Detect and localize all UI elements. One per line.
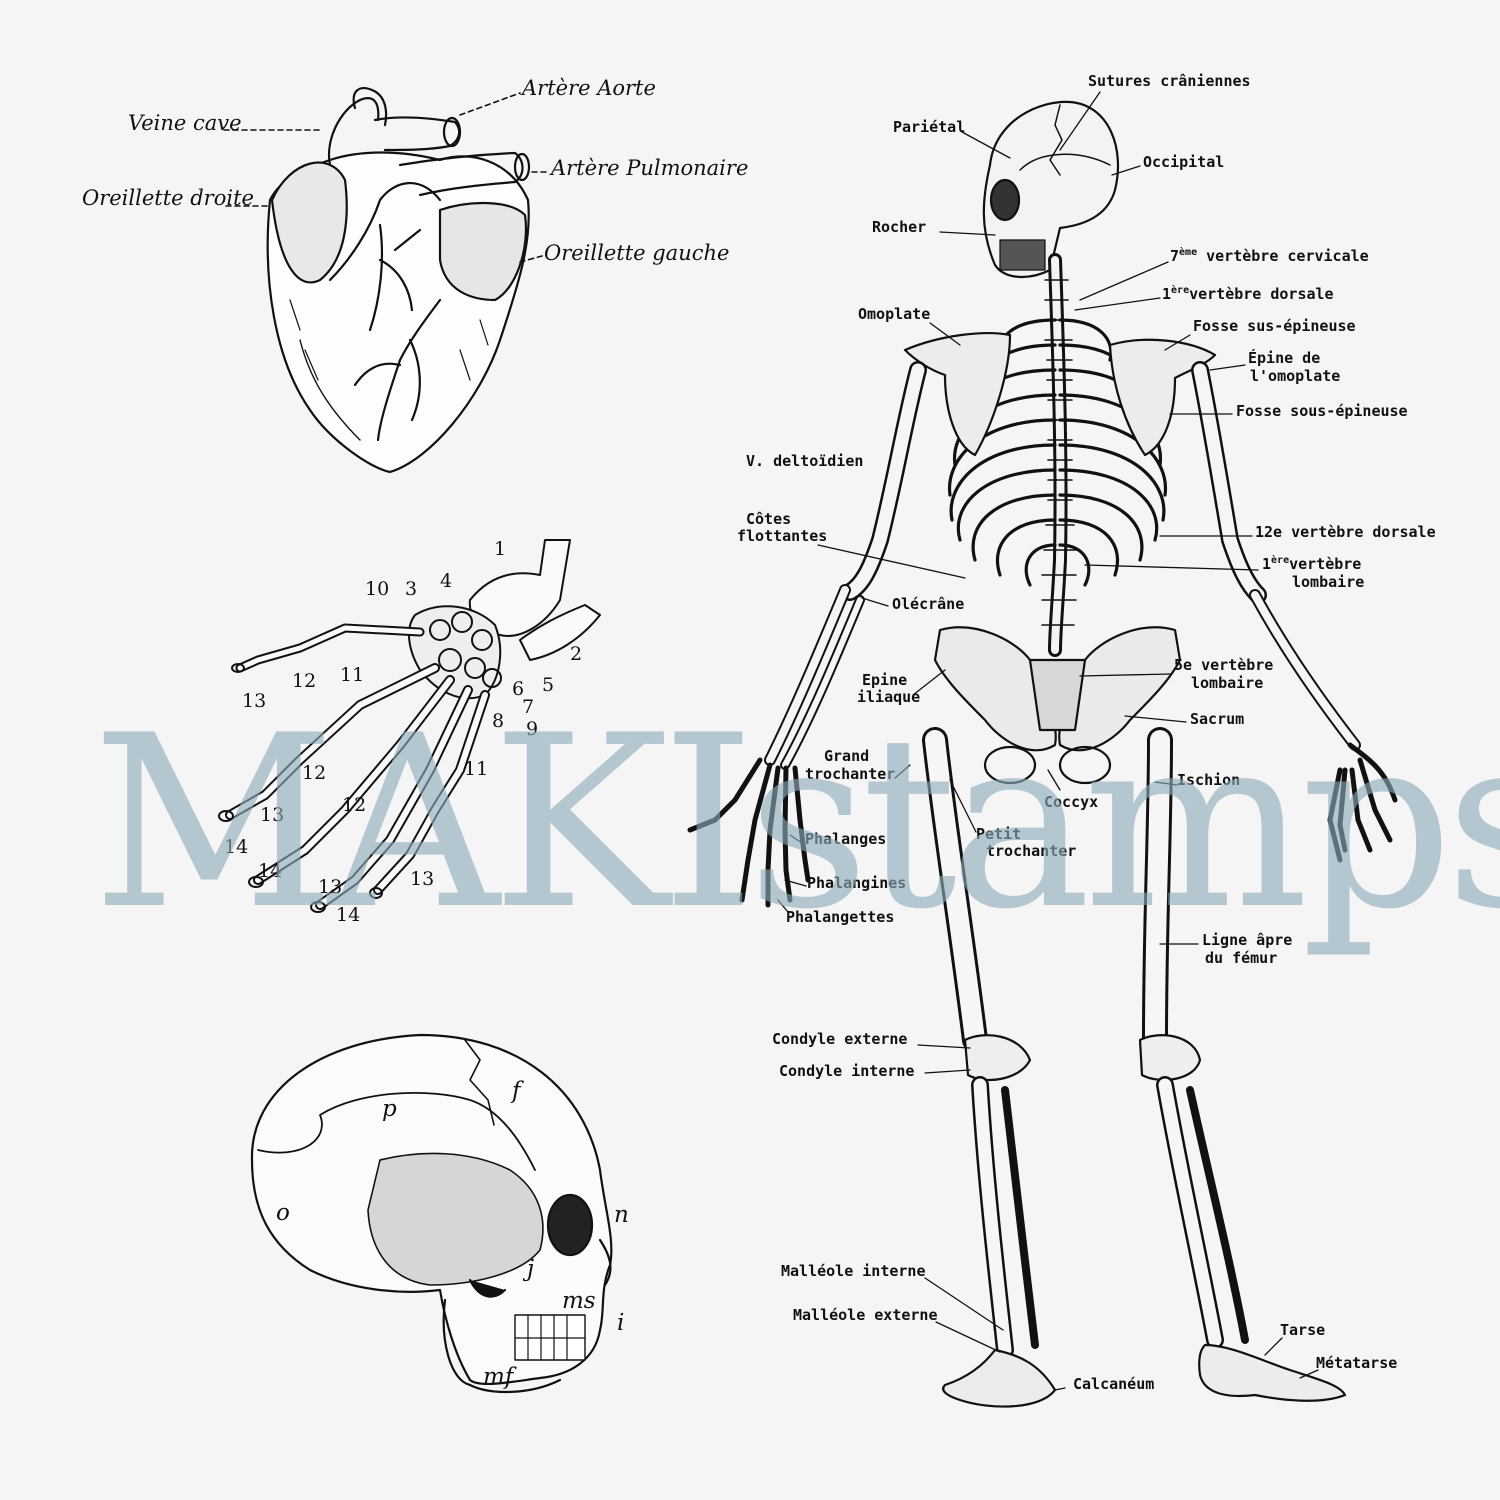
label-phalanges: Phalanges [805, 830, 887, 848]
label-grand-trochanter-2: trochanter [805, 765, 896, 783]
label-12e-vertebre-dorsale: 12e vertèbre dorsale [1255, 523, 1436, 541]
label-omoplate: Omoplate [858, 305, 931, 323]
hand-number: 11 [464, 758, 489, 780]
label-ligne-apre-1: Ligne âpre [1202, 931, 1293, 949]
hand-number: 1 [494, 538, 507, 560]
skeleton-leader-lines [777, 91, 1319, 1391]
skull-letter: n [614, 1202, 629, 1228]
label-tarse: Tarse [1280, 1321, 1326, 1339]
label-condyle-interne: Condyle interne [779, 1062, 915, 1080]
label-calcaneum: Calcanéum [1073, 1375, 1155, 1393]
skull-letter: mf [483, 1364, 514, 1390]
label-artere-pulmonaire: Artère Pulmonaire [551, 156, 749, 180]
skull-letter: f [512, 1078, 521, 1104]
watermark-text: MAKIstamps [92, 685, 1500, 962]
label-5e-vertebre-lombaire-2: lombaire [1191, 674, 1264, 692]
hand-bones-illustration [218, 539, 601, 913]
label-phalangines: Phalangines [807, 874, 907, 892]
label-epine-iliaque-2: iliaque [857, 688, 921, 706]
hand-number: 14 [224, 836, 249, 858]
label-ligne-apre-2: du fémur [1205, 949, 1278, 967]
skull-letter: j [527, 1256, 535, 1282]
label-fosse-sus-epineuse: Fosse sus-épineuse [1193, 317, 1356, 335]
label-malleole-externe: Malléole externe [793, 1306, 938, 1324]
heart-leader-lines [223, 92, 549, 263]
hand-number: 2 [570, 643, 583, 665]
label-condyle-externe: Condyle externe [772, 1030, 908, 1048]
label-fosse-sous-epineuse: Fosse sous-épineuse [1236, 402, 1408, 420]
hand-number: 9 [526, 718, 539, 740]
label-sutures-craniennes: Sutures crâniennes [1088, 72, 1251, 90]
label-oreillette-gauche: Oreillette gauche [544, 241, 730, 265]
label-epine-iliaque-1: Epine [862, 671, 908, 689]
hand-number: 10 [365, 578, 390, 600]
hand-number: 3 [405, 578, 418, 600]
label-petit-trochanter-1: Petit [976, 825, 1022, 843]
hand-number: 12 [302, 762, 327, 784]
heart-illustration [266, 87, 531, 474]
hand-number: 13 [242, 690, 267, 712]
label-oreillette-droite: Oreillette droite [82, 186, 254, 210]
label-lombaire: lombaire [1292, 573, 1365, 591]
hand-number: 13 [260, 804, 285, 826]
label-malleole-interne: Malléole interne [781, 1262, 926, 1280]
label-rocher: Rocher [872, 218, 927, 236]
hand-number: 14 [258, 860, 283, 882]
skull-letter: p [382, 1096, 397, 1122]
label-7e-vertebre-cervicale: 7ème vertèbre cervicale [1170, 247, 1369, 265]
hand-number: 12 [342, 794, 367, 816]
label-petit-trochanter-2: trochanter [986, 842, 1077, 860]
skull-side-illustration [250, 1033, 613, 1393]
skull-letter: o [276, 1200, 290, 1226]
label-v-deltoidien: V. deltoïdien [746, 452, 864, 470]
hand-number: 13 [410, 868, 435, 890]
label-cotes-1: Côtes [746, 510, 792, 528]
label-epine-omoplate-2: l'omoplate [1250, 367, 1341, 385]
label-parietal: Pariétal [893, 118, 966, 136]
label-artere-aorte: Artère Aorte [522, 76, 656, 100]
skeleton-illustration [687, 100, 1398, 1408]
hand-number: 4 [440, 570, 453, 592]
hand-number: 13 [318, 876, 343, 898]
skull-letter: i [617, 1310, 625, 1336]
label-cotes-2: flottantes [737, 527, 828, 545]
hand-number: 7 [522, 696, 535, 718]
label-coccyx: Coccyx [1044, 793, 1099, 811]
label-occipital: Occipital [1143, 153, 1225, 171]
label-1re-vertebre-dorsale: 1èrevertèbre dorsale [1162, 285, 1334, 303]
skull-letter: ms [562, 1288, 596, 1314]
hand-number: 11 [340, 664, 365, 686]
hand-number: 5 [542, 674, 555, 696]
label-5e-vertebre-lombaire-1: 5e vertèbre [1174, 656, 1274, 674]
label-1re-vertebre-lombaire: 1èrevertèbre [1262, 555, 1362, 573]
label-ischion: Ischion [1177, 771, 1241, 789]
hand-number: 12 [292, 670, 317, 692]
label-olecrane: Olécrâne [892, 595, 965, 613]
label-grand-trochanter-1: Grand [824, 747, 870, 765]
hand-number: 14 [336, 904, 361, 926]
label-sacrum: Sacrum [1190, 710, 1245, 728]
hand-number: 6 [512, 678, 525, 700]
label-phalangettes: Phalangettes [786, 908, 895, 926]
label-metatarse: Métatarse [1316, 1354, 1398, 1372]
hand-number: 8 [492, 710, 505, 732]
label-veine-cave: Veine cave [128, 111, 242, 135]
label-epine-omoplate-1: Épine de [1248, 349, 1321, 367]
